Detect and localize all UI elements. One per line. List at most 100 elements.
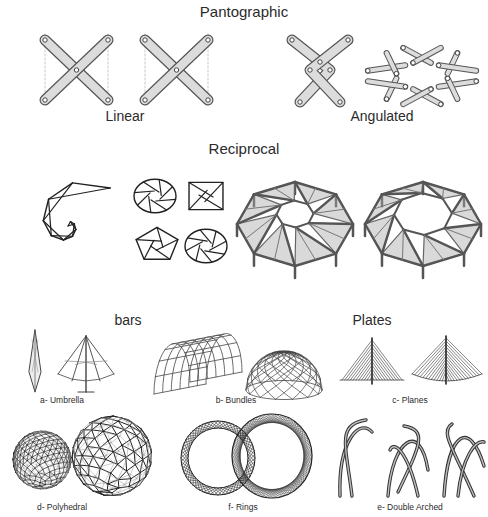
member-line	[16, 466, 17, 468]
member-line	[65, 472, 68, 477]
member-line	[63, 463, 65, 468]
member-line	[199, 424, 203, 434]
member-line	[134, 436, 142, 441]
member-line	[49, 199, 52, 235]
member-line	[36, 486, 37, 488]
member-line	[446, 371, 452, 381]
member-line	[26, 436, 30, 440]
member-line	[44, 438, 48, 442]
member-line	[45, 483, 49, 486]
member-line	[22, 479, 27, 482]
member-line	[26, 459, 31, 463]
member-line	[52, 461, 55, 465]
member-line	[16, 449, 17, 453]
member-line	[87, 430, 91, 440]
member-path	[278, 352, 318, 394]
member-line	[59, 458, 62, 464]
member-line	[210, 241, 227, 250]
member-line	[445, 374, 446, 381]
member-line	[191, 482, 202, 483]
member-line	[36, 487, 42, 488]
member-line	[46, 433, 49, 435]
hinge-pin	[328, 68, 332, 72]
member-line	[144, 240, 154, 259]
member-line	[189, 190, 207, 209]
member-line	[434, 362, 446, 380]
member-line	[51, 460, 53, 465]
member-line	[75, 450, 79, 459]
member-line	[248, 463, 252, 473]
member-line	[114, 463, 123, 469]
member-line	[32, 486, 35, 487]
member-line	[19, 457, 22, 461]
hinge-pin	[403, 85, 407, 89]
member-line	[157, 227, 163, 247]
member-line	[95, 491, 105, 495]
member-line	[126, 422, 133, 429]
member-line	[30, 455, 35, 458]
member-line	[106, 442, 111, 455]
bar-outline	[403, 89, 431, 104]
member-line	[40, 436, 44, 438]
member-line	[69, 453, 71, 458]
plate-edge	[402, 188, 421, 193]
member-line	[46, 464, 52, 466]
member-path	[285, 352, 310, 400]
member-line	[27, 447, 31, 451]
member-line	[79, 450, 82, 460]
member-line	[143, 182, 159, 192]
member-line	[47, 475, 51, 479]
member-line	[132, 422, 141, 429]
member-line	[45, 485, 49, 487]
member-line	[350, 351, 372, 380]
hinge-pin	[384, 97, 388, 101]
member-line	[47, 479, 52, 480]
bar-outline	[145, 40, 208, 100]
member-line	[70, 458, 71, 463]
member-line	[196, 245, 200, 261]
hinge-pin	[206, 38, 210, 42]
member-line	[111, 464, 118, 473]
member-line	[69, 457, 71, 462]
member-line	[342, 340, 372, 380]
member-line	[30, 433, 34, 436]
arch-tube	[390, 447, 418, 496]
member-line	[126, 422, 137, 426]
member-line	[30, 442, 36, 444]
member-line	[151, 200, 167, 210]
member-line	[48, 441, 52, 445]
member-line	[50, 459, 53, 465]
member-line	[372, 347, 396, 380]
hinge-pin	[401, 46, 405, 50]
member-line	[104, 483, 112, 488]
hinge-pin	[143, 38, 147, 42]
dome-leg	[335, 254, 338, 266]
member-line	[129, 488, 131, 491]
member-line	[69, 462, 71, 463]
bar-outline	[310, 40, 348, 102]
member-line	[27, 482, 32, 485]
member-line	[107, 433, 120, 437]
member-line	[29, 472, 32, 478]
panel-caption: f- Rings	[228, 503, 257, 513]
member-line	[45, 472, 50, 475]
hinge-pin	[439, 102, 443, 106]
member-line	[51, 433, 56, 436]
ring-rim	[181, 421, 255, 495]
plate-edge	[282, 224, 295, 266]
bar-outline	[448, 78, 458, 99]
member-line	[58, 451, 59, 456]
member-line	[38, 484, 41, 486]
member-line	[107, 425, 113, 433]
member-line	[62, 452, 64, 457]
member-line	[112, 488, 118, 492]
member-line	[200, 487, 210, 490]
member-line	[70, 463, 71, 468]
member-line	[84, 423, 92, 430]
member-line	[79, 459, 83, 468]
member-line	[21, 450, 23, 454]
member-line	[95, 490, 102, 492]
member-line	[43, 468, 49, 470]
member-line	[67, 467, 69, 468]
